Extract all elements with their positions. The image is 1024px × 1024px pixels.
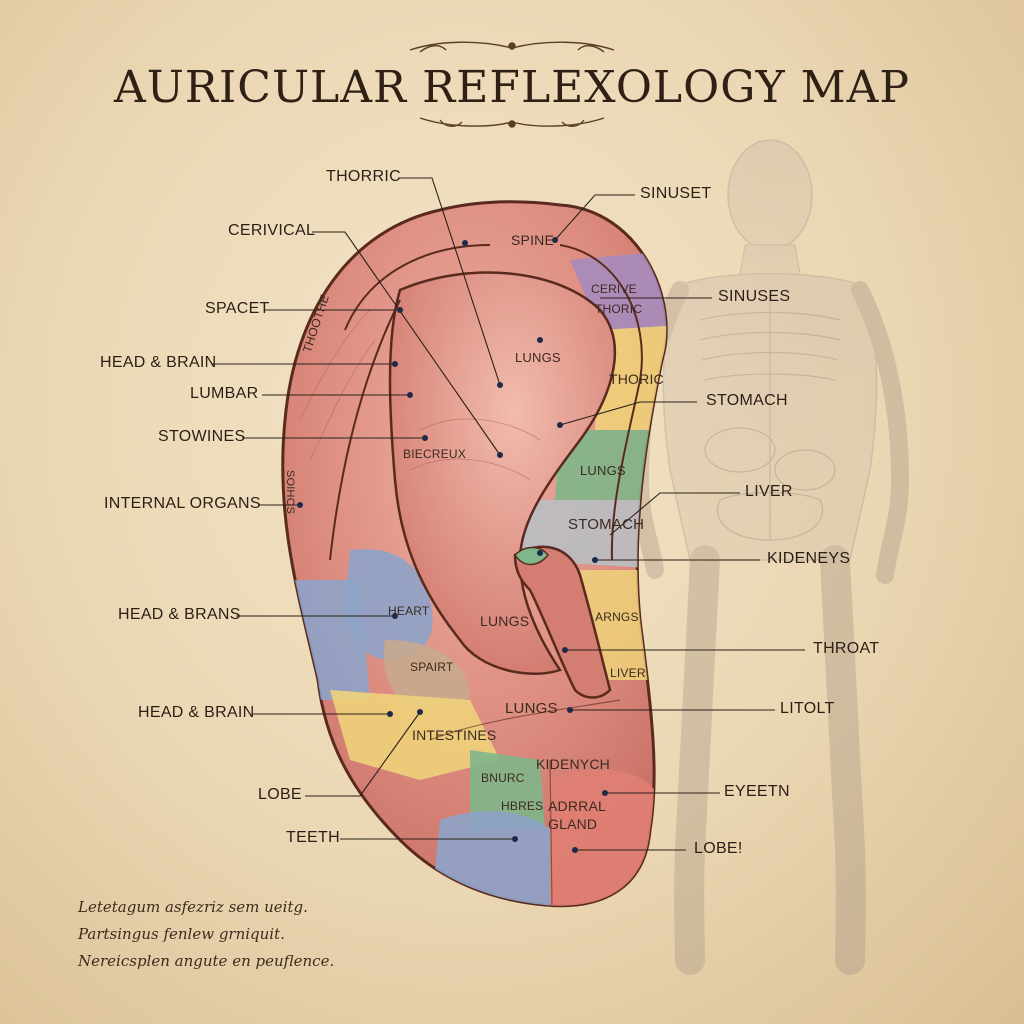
label-head-brain-1: HEAD & BRAIN bbox=[100, 354, 217, 371]
region-adrral: ADRRAL bbox=[548, 798, 606, 814]
label-stomach: STOMACH bbox=[706, 392, 788, 409]
leader-dots bbox=[297, 237, 608, 853]
region-thoric-mid: THORIC bbox=[609, 371, 664, 387]
region-arngs: ARNGS bbox=[595, 610, 639, 624]
title-ornament-top bbox=[409, 41, 615, 53]
region-hbres: HBRES bbox=[501, 799, 544, 813]
region-kidenych: KIDENYCH bbox=[536, 756, 610, 772]
region-liver: LIVER bbox=[610, 666, 646, 680]
region-spine: SPINE bbox=[511, 232, 555, 248]
region-lungs-low: LUNGS bbox=[505, 700, 558, 717]
title-ornament-bottom bbox=[419, 117, 605, 128]
label-thorric: THORRIC bbox=[326, 168, 401, 185]
label-sinuses: SINUSES bbox=[718, 288, 791, 305]
human-body-figure bbox=[630, 139, 910, 975]
label-lobe-right: LOBE! bbox=[694, 840, 743, 857]
region-gland: GLAND bbox=[548, 816, 598, 832]
region-stomach: STOMACH bbox=[568, 516, 645, 533]
label-head-brain-2: HEAD & BRAIN bbox=[138, 704, 255, 721]
label-kideneys: KIDENEYS bbox=[767, 550, 851, 567]
label-lumbar: LUMBAR bbox=[190, 385, 259, 402]
region-cerive: CERIVE bbox=[591, 282, 637, 296]
label-liver: LIVER bbox=[745, 483, 793, 500]
script-line-2: Partsingus fenlew grniquit. bbox=[78, 925, 285, 943]
label-throat: THROAT bbox=[813, 640, 880, 657]
region-heart: HEART bbox=[388, 604, 430, 618]
label-spacet: SPACET bbox=[205, 300, 270, 317]
region-thoric-upper: THORIC bbox=[595, 302, 643, 316]
region-biecreux: BIECREUX bbox=[403, 447, 466, 461]
script-line-3: Nereicsplen angute en peuflence. bbox=[78, 952, 335, 970]
label-sinuset: SINUSET bbox=[640, 185, 712, 202]
leader-lines bbox=[212, 177, 805, 851]
region-intestines: INTESTINES bbox=[412, 727, 497, 743]
label-internal-organs: INTERNAL ORGANS bbox=[104, 495, 261, 512]
label-eyeetn: EYEETN bbox=[724, 783, 790, 800]
label-head-brans: HEAD & BRANS bbox=[118, 606, 241, 623]
page-title: AURICULAR REFLEXOLOGY MAP bbox=[113, 62, 911, 113]
label-stowines: STOWINES bbox=[158, 428, 246, 445]
script-line-1: Letetagum asfezriz sem ueitg. bbox=[78, 898, 308, 916]
region-lungs-green: LUNGS bbox=[580, 463, 626, 478]
region-spairt: SPAIRT bbox=[410, 660, 454, 674]
label-teeth: TEETH bbox=[286, 829, 340, 846]
region-lungs-upper: LUNGS bbox=[515, 350, 561, 365]
label-litolt: LITOLT bbox=[780, 700, 835, 717]
region-bnurc: BNURC bbox=[481, 771, 525, 785]
region-soihos: SOIHOS bbox=[284, 470, 296, 514]
label-cerivical: CERIVICAL bbox=[228, 222, 316, 239]
region-lungs-mid: LUNGS bbox=[480, 613, 530, 629]
label-lobe: LOBE bbox=[258, 786, 302, 803]
